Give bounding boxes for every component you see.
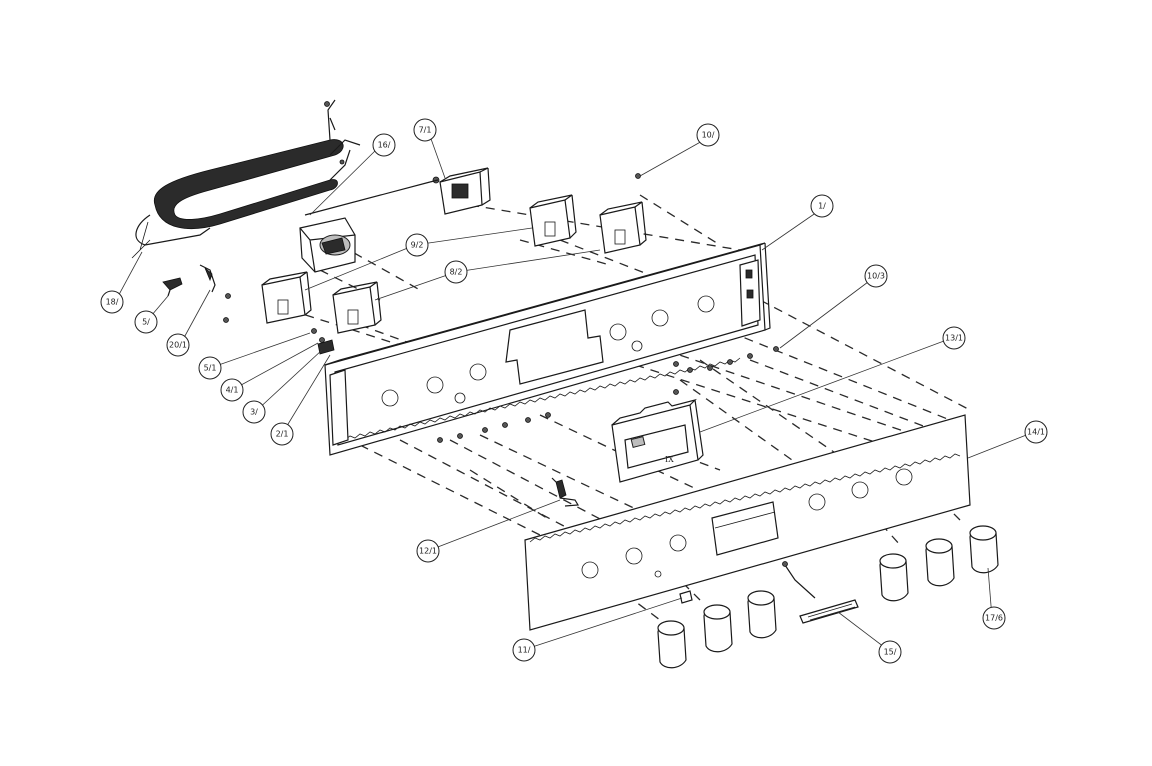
callout-text: 9/2 (411, 241, 424, 250)
callout-circle (220, 378, 244, 402)
callout-5-1: 5/1 (198, 356, 222, 380)
callout-text: 15/ (884, 648, 897, 657)
callout-text: 7/1 (419, 126, 432, 135)
callout-text: 11/ (518, 646, 531, 655)
callout-14-1: 14/1 (1024, 420, 1048, 444)
front-control-panel (524, 414, 971, 631)
svg-text:IX: IX (665, 455, 674, 464)
callout-15: 15/ (878, 640, 902, 664)
callout-text: 8/2 (450, 268, 463, 277)
knob-6 (969, 525, 999, 574)
callout-12-1: 12/1 (416, 539, 440, 563)
bracket-part-12-1 (551, 477, 580, 507)
knob-3 (747, 590, 777, 639)
callout-text: 1/ (818, 202, 826, 211)
callout-circle (982, 606, 1006, 630)
callout-circle (198, 356, 222, 380)
callout-text: 12/1 (419, 547, 437, 556)
callout-11: 11/ (512, 638, 536, 662)
callout-10-3: 10/3 (864, 264, 888, 288)
clip-part-5 (162, 277, 183, 297)
switch-part-7-1 (429, 167, 491, 215)
callout-circle (134, 310, 158, 334)
callout-circle (512, 638, 536, 662)
callout-labels: 16/7/1 10/1/9/2 8/2 18/10/3 13/1 5/20/1 5/1 4/1… (100, 118, 1048, 664)
callout-circle (416, 539, 440, 563)
callout-5: 5/ (134, 310, 158, 334)
callout-circle (1024, 420, 1048, 444)
callout-text: 13/1 (945, 334, 963, 343)
callout-text: 17/6 (985, 614, 1003, 623)
callout-text: 5/ (142, 318, 150, 327)
knob-1 (657, 620, 687, 669)
callout-circle (372, 133, 396, 157)
callout-8-2: 8/2 (444, 260, 468, 284)
callout-circle (696, 123, 720, 147)
callout-text: 18/ (106, 298, 119, 307)
callout-text: 4/1 (226, 386, 239, 395)
callout-circle (864, 264, 888, 288)
callout-2-1: 2/1 (270, 422, 294, 446)
regulator-box-left-1 (261, 271, 312, 324)
control-knobs (657, 525, 999, 669)
callout-circle (405, 233, 429, 257)
callout-circle (100, 290, 124, 314)
callout-18: 18/ (100, 290, 124, 314)
regulator-box-rear-1 (529, 194, 577, 247)
callout-7-1: 7/1 (413, 118, 437, 142)
switch-strip-15 (782, 561, 859, 624)
spring-part-20-1 (199, 264, 216, 293)
regulator-box-left-2 (332, 281, 382, 334)
callout-9-2: 9/2 (405, 233, 429, 257)
knob-4 (879, 553, 909, 602)
callout-3: 3/ (242, 400, 266, 424)
callout-1: 1/ (810, 194, 834, 218)
regulator-box-rear-2 (599, 201, 647, 254)
callout-text: 5/1 (204, 364, 217, 373)
knob-5 (925, 538, 955, 587)
callout-text: 16/ (378, 141, 391, 150)
callout-10: 10/ (696, 123, 720, 147)
callout-circle (444, 260, 468, 284)
wiring-harness (131, 99, 361, 259)
callout-circle (942, 326, 966, 350)
rear-control-panel (324, 242, 771, 456)
callout-text: 10/3 (867, 272, 885, 281)
callout-circle (878, 640, 902, 664)
callout-16: 16/ (372, 133, 396, 157)
callout-circle (242, 400, 266, 424)
callout-text: 14/1 (1027, 428, 1045, 437)
display-module: IX (611, 398, 704, 483)
callout-circle (166, 333, 190, 357)
callout-circle (413, 118, 437, 142)
callout-text: 20/1 (169, 341, 187, 350)
knob-2 (703, 604, 733, 653)
leader-lines (114, 135, 1035, 651)
callout-text: 3/ (250, 408, 258, 417)
callout-text: 10/ (702, 131, 715, 140)
callout-17-6: 17/6 (982, 606, 1006, 630)
callout-text: 2/1 (276, 430, 289, 439)
callout-circle (270, 422, 294, 446)
thermostat-part (299, 181, 431, 273)
callout-4-1: 4/1 (220, 378, 244, 402)
callout-20-1: 20/1 (166, 333, 190, 357)
callout-13-1: 13/1 (942, 326, 966, 350)
indicator-lamp (679, 590, 693, 604)
callout-circle (810, 194, 834, 218)
